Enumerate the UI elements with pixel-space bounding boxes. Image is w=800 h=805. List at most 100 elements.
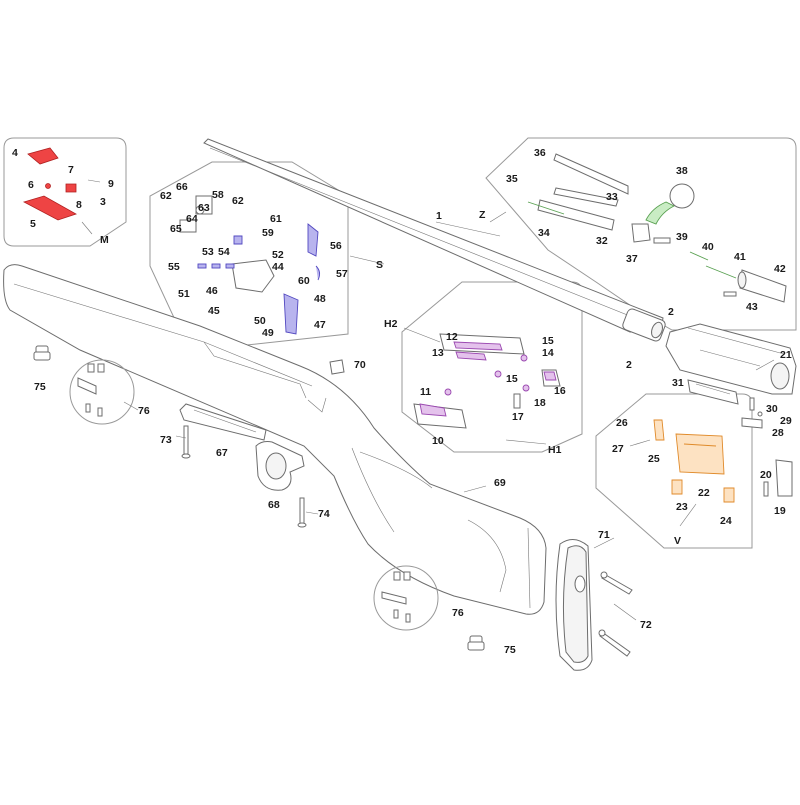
trigger-guard — [255, 441, 305, 491]
barrel — [203, 138, 666, 342]
part-label: 38 — [676, 165, 688, 177]
part-label: 9 — [108, 178, 114, 190]
part-label: 19 — [774, 505, 786, 517]
part-label: 57 — [336, 268, 348, 280]
part-label: 43 — [746, 301, 758, 313]
part-label: 15 — [506, 373, 518, 385]
part-label: 40 — [702, 241, 714, 253]
part-label: 8 — [76, 199, 82, 211]
part-label: 4 — [12, 147, 18, 159]
part-label: 72 — [640, 619, 652, 631]
group-z-outline — [485, 137, 797, 331]
part-number-labels: 1 2 2 3 4 5 6 7 8 9 10 11 12 13 14 15 15… — [12, 147, 792, 656]
group-label-v: V — [674, 535, 681, 547]
part-label: 61 — [270, 213, 282, 225]
part-label: 23 — [676, 501, 688, 513]
group-v-parts — [629, 419, 735, 503]
part-label: 55 — [168, 261, 180, 273]
part-label: 53 — [202, 246, 214, 258]
part-label: 73 — [160, 434, 172, 446]
part-label: 7 — [68, 164, 74, 176]
part-label: 16 — [554, 385, 566, 397]
part-label: 66 — [176, 181, 188, 193]
part-label: 68 — [268, 499, 280, 511]
part-label: 3 — [100, 196, 106, 208]
magazine-plate — [687, 379, 739, 405]
group-label-h2: H2 — [384, 318, 398, 330]
part-label: 10 — [432, 435, 444, 447]
part-label: 21 — [780, 349, 792, 361]
part-label: 48 — [314, 293, 326, 305]
sling-swivel-upper — [33, 345, 51, 361]
part-label: 59 — [262, 227, 274, 239]
part-label: 75 — [34, 381, 46, 393]
part-label: 60 — [298, 275, 310, 287]
part-label: 69 — [494, 477, 506, 489]
group-h-outline — [401, 281, 583, 453]
part-label: 5 — [30, 218, 36, 230]
group-z-parts — [527, 153, 787, 303]
part-label: 20 — [760, 469, 772, 481]
part-label: 44 — [272, 261, 284, 273]
group-m-parts — [22, 147, 101, 221]
group-label-z: Z — [479, 209, 486, 221]
receiver — [665, 323, 797, 395]
part-label: 15 — [542, 335, 554, 347]
part-label: 51 — [178, 288, 190, 300]
rifle-stock — [3, 264, 547, 615]
part-label: 67 — [216, 447, 228, 459]
part-label: 76 — [138, 405, 150, 417]
group-label-s: S — [376, 259, 383, 271]
part-label: 2 — [668, 306, 674, 318]
swivel-plate-upper — [69, 359, 135, 425]
part-label: 34 — [538, 227, 550, 239]
small-parts-28-30 — [741, 397, 763, 429]
part-label: 42 — [774, 263, 786, 275]
part-label: 47 — [314, 319, 326, 331]
part-label: 63 — [198, 202, 210, 214]
part-label: 36 — [534, 147, 546, 159]
part-label: 1 — [436, 210, 442, 222]
part-label: 22 — [698, 487, 710, 499]
part-label: 12 — [446, 331, 458, 343]
part-label: 30 — [766, 403, 778, 415]
part-label: 17 — [512, 411, 524, 423]
part-label: 26 — [616, 417, 628, 429]
part-label: 71 — [598, 529, 610, 541]
part-label: 35 — [506, 173, 518, 185]
part-label: 65 — [170, 223, 182, 235]
part-label: 54 — [218, 246, 230, 258]
part-label: 29 — [780, 415, 792, 427]
part-label: 58 — [212, 189, 224, 201]
part-label: 32 — [596, 235, 608, 247]
butt-screws — [598, 571, 633, 657]
part-label: 2 — [626, 359, 632, 371]
part-label: 70 — [354, 359, 366, 371]
part-label: 62 — [232, 195, 244, 207]
safety-19-20 — [763, 459, 793, 497]
group-s-outline — [149, 161, 349, 347]
part-label: 18 — [534, 397, 546, 409]
screw-74 — [297, 497, 307, 528]
leader-lines — [81, 211, 775, 621]
group-h-parts — [413, 333, 561, 429]
group-s-parts — [179, 195, 321, 335]
part-label: 52 — [272, 249, 284, 261]
part-label: 11 — [420, 386, 431, 398]
part-label: 64 — [186, 213, 198, 225]
part-label: 24 — [720, 515, 732, 527]
part-label: 49 — [262, 327, 274, 339]
spacer-block — [329, 359, 345, 375]
group-label-m: M — [100, 234, 109, 246]
part-label: 37 — [626, 253, 638, 265]
part-label: 45 — [208, 305, 220, 317]
butt-plate — [555, 539, 593, 671]
group-m-outline — [3, 137, 127, 247]
swivel-plate-lower — [373, 565, 439, 631]
part-label: 25 — [648, 453, 660, 465]
part-label: 14 — [542, 347, 554, 359]
part-label: 6 — [28, 179, 34, 191]
part-label: 28 — [772, 427, 784, 439]
part-label: 39 — [676, 231, 688, 243]
